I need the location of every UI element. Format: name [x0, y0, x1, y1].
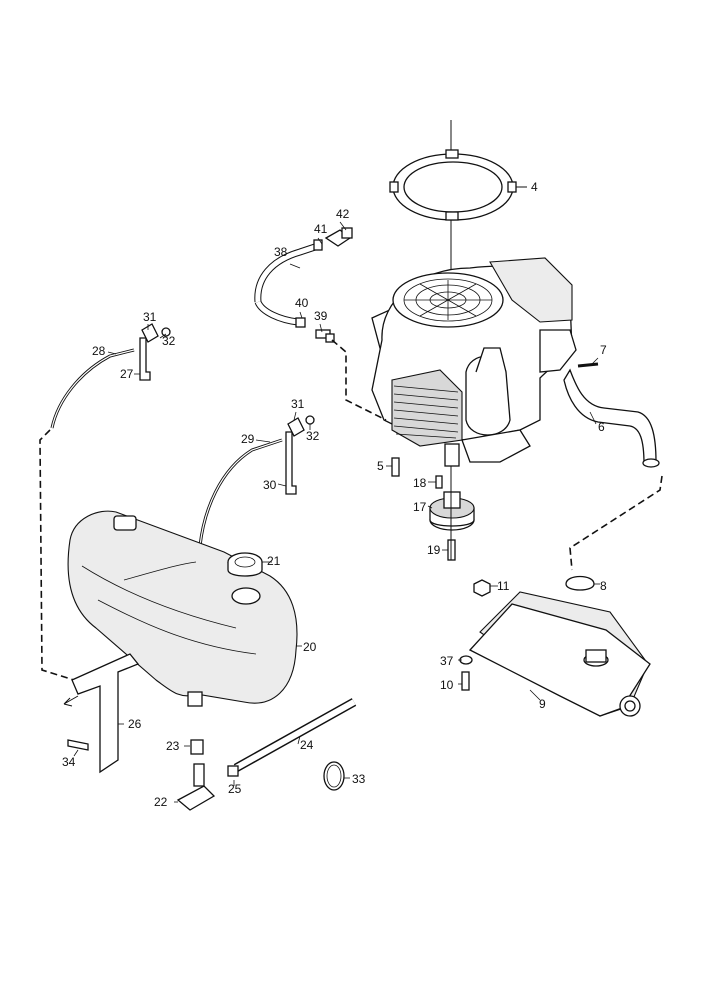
- callout-33: 33: [352, 772, 366, 786]
- callout-5: 5: [377, 459, 384, 473]
- part-20-fuel-tank: [67, 510, 298, 707]
- callout-24: 24: [300, 738, 314, 752]
- callout-6: 6: [598, 420, 605, 434]
- callout-26: 26: [128, 717, 142, 731]
- callout-4: 4: [531, 180, 538, 194]
- part-34-bolt: [67, 739, 89, 751]
- callout-8: 8: [600, 579, 607, 593]
- callout-37: 37: [440, 654, 454, 668]
- callout-28: 28: [92, 344, 106, 358]
- part-26-bracket: [71, 653, 140, 774]
- part-28-cable: [50, 348, 135, 429]
- part-8-clamp: [565, 575, 595, 591]
- engine: [371, 257, 577, 467]
- callout-11: 11: [497, 579, 510, 593]
- callout-22: 22: [154, 795, 168, 809]
- part-30-bracket: [285, 431, 297, 495]
- part-11-nut: [473, 579, 491, 597]
- callout-10: 10: [440, 678, 454, 692]
- callout-31-lower: 31: [291, 397, 305, 411]
- callout-23: 23: [166, 739, 180, 753]
- fuel-line-dash-connector: [331, 339, 387, 421]
- callout-38: 38: [274, 245, 288, 259]
- callout-21: 21: [267, 554, 281, 568]
- callout-32-lower: 32: [306, 429, 320, 443]
- bracket-26-arrow: [63, 695, 79, 707]
- callout-29: 29: [241, 432, 255, 446]
- callout-30: 30: [263, 478, 277, 492]
- part-27-bracket: [139, 337, 151, 381]
- callout-40: 40: [295, 296, 309, 310]
- part-22-valve: [176, 763, 216, 811]
- part-31-clip-upper: [141, 323, 159, 343]
- part-24-fuel-hose: [233, 698, 357, 772]
- part-18-key: [435, 475, 443, 489]
- part-17-pulley: [429, 491, 475, 531]
- part-32-screw-lower: [305, 415, 315, 425]
- part-23-fitting: [190, 739, 204, 755]
- part-42-fitting: [324, 227, 353, 247]
- callout-labels: 4 42 41 38 40 39 31 32 28 27 7 6 31 32 2…: [62, 180, 607, 809]
- callout-18: 18: [413, 476, 427, 490]
- part-7-bolt: [577, 362, 599, 368]
- part-10-bolt: [461, 671, 470, 691]
- callout-9: 9: [539, 697, 546, 711]
- part-25-clamp: [227, 765, 239, 777]
- callout-42: 42: [336, 207, 350, 221]
- callout-20: 20: [303, 640, 317, 654]
- part-6-exhaust-pipe: [563, 368, 660, 468]
- part-32-screw-upper: [161, 327, 171, 337]
- leader-lines: [73, 221, 600, 803]
- callout-31-upper: 31: [143, 310, 157, 324]
- callout-34: 34: [62, 755, 76, 769]
- exhaust-dash-connector: [569, 475, 663, 571]
- callout-39: 39: [314, 309, 328, 323]
- callout-19: 19: [427, 543, 441, 557]
- callout-25: 25: [228, 782, 242, 796]
- part-40-clamp: [295, 317, 306, 328]
- callout-32-upper: 32: [162, 334, 176, 348]
- part-5-bolt: [391, 457, 400, 477]
- part-39-fitting: [315, 329, 335, 343]
- callout-7: 7: [600, 343, 607, 357]
- part-38-fuel-line: [254, 242, 320, 326]
- part-33-tie: [323, 761, 345, 791]
- callout-17: 17: [413, 500, 427, 514]
- part-21-fuel-cap: [227, 552, 263, 577]
- part-31-clip-lower: [287, 417, 305, 437]
- callout-27: 27: [120, 367, 134, 381]
- part-4-screen-ring: [389, 149, 527, 221]
- callout-41: 41: [314, 222, 328, 236]
- part-41-clamp: [313, 239, 323, 251]
- part-9-muffler: [468, 591, 651, 717]
- part-29-cable: [198, 438, 283, 547]
